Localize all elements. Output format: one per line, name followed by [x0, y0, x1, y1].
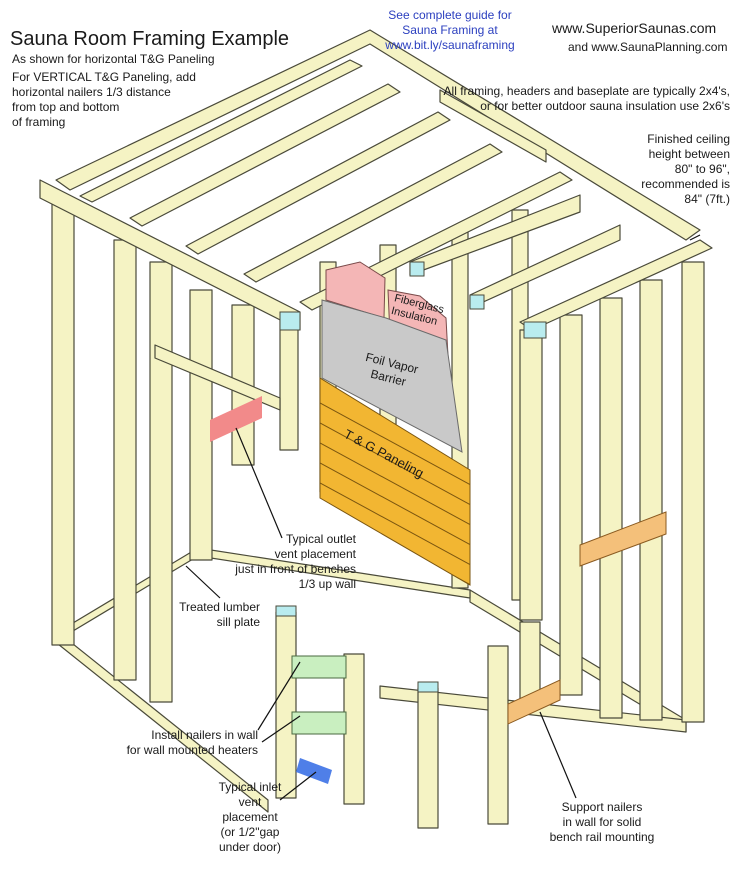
- inlet-vent-note: Typical inlet vent placement (or 1/2"gap…: [218, 780, 282, 854]
- bench-nailer: [507, 679, 561, 725]
- left-wall-stud: [279, 319, 299, 451]
- heater-nailer: [291, 655, 347, 679]
- bench-nailer-note: Support nailers in wall for solid bench …: [549, 800, 655, 844]
- vertical-note: For VERTICAL T&G Paneling, add horizonta…: [12, 70, 196, 129]
- leader-line: [235, 427, 283, 539]
- left-wall-stud: [51, 199, 75, 646]
- outlet-vent: [210, 396, 262, 442]
- right-wall-stud: [681, 261, 705, 723]
- leader-line: [689, 234, 701, 241]
- heater-nailer-note: Install nailers in wall for wall mounted…: [126, 728, 258, 757]
- heater-nailer: [291, 711, 347, 735]
- inlet-vent: [296, 758, 332, 784]
- door-stud: [343, 653, 365, 805]
- outlet-vent-note: Typical outlet vent placement just in fr…: [235, 532, 356, 591]
- left-wall-stud: [149, 261, 173, 703]
- left-wall-nailer: [154, 344, 281, 411]
- stud-end: [409, 261, 425, 277]
- ceiling-joist: [79, 59, 363, 203]
- ceiling-joist: [439, 89, 547, 163]
- leader-line: [279, 771, 317, 801]
- stud-end: [417, 681, 439, 693]
- ceiling-height-note: Finished ceiling height between 80" to 9…: [641, 132, 730, 206]
- front-wall-stud: [519, 621, 541, 703]
- left-wall-stud: [113, 239, 137, 681]
- guide-link[interactable]: See complete guide for Sauna Framing at …: [385, 8, 515, 52]
- stud-end: [279, 311, 301, 331]
- bench-nailer: [579, 511, 667, 567]
- stud-end: [523, 321, 547, 339]
- door-stud: [417, 687, 439, 829]
- door-stud: [275, 611, 297, 799]
- leader-line: [539, 711, 577, 799]
- leader-line: [257, 661, 301, 731]
- right-wall-stud: [639, 279, 663, 721]
- left-wall-stud: [189, 289, 213, 561]
- page-title: Sauna Room Framing Example: [10, 28, 290, 50]
- right-wall-stud: [599, 297, 623, 719]
- right-wall-stud: [559, 314, 583, 696]
- right-wall-stud: [519, 329, 543, 621]
- leader-line: [261, 715, 301, 743]
- fiberglass-insulation: [325, 261, 386, 319]
- leader-line: [185, 565, 221, 599]
- ceiling-joist: [129, 83, 401, 227]
- framing-lumber-note: All framing, headers and baseplate are t…: [443, 84, 730, 113]
- subtitle: As shown for horizontal T&G Paneling: [12, 52, 215, 66]
- stud-end: [469, 294, 485, 310]
- stud-end: [275, 605, 297, 617]
- ceiling-joist: [185, 111, 451, 255]
- ceiling-frame-back: [55, 29, 701, 241]
- site-link-main[interactable]: www.SuperiorSaunas.com: [552, 20, 717, 36]
- sill-plate-note: Treated lumber sill plate: [179, 600, 260, 629]
- ceiling-joist: [243, 143, 503, 283]
- site-link-secondary[interactable]: and www.SaunaPlanning.com: [568, 40, 728, 54]
- door-stud: [487, 645, 509, 825]
- foil-vapor-barrier: [321, 299, 463, 453]
